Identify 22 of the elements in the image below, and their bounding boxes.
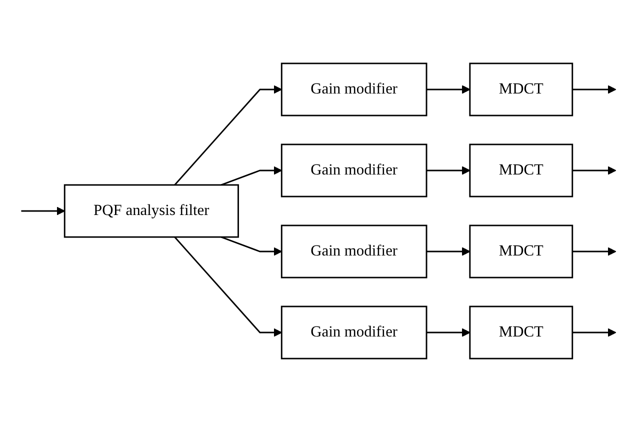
arrow: [572, 85, 616, 94]
arrow: [426, 166, 470, 175]
arrow: [426, 247, 470, 256]
node-box: Gain modifier: [280, 306, 428, 360]
arrow: [174, 236, 282, 337]
arrow: [21, 206, 65, 216]
arrow: [572, 328, 616, 337]
node-box: MDCT: [469, 306, 574, 360]
arrow: [426, 328, 470, 337]
arrow: [572, 166, 616, 175]
node-box: MDCT: [469, 144, 574, 198]
node-box: PQF analysis filter: [64, 184, 239, 238]
arrow: [220, 236, 282, 256]
arrow: [220, 166, 282, 186]
node-box: Gain modifier: [280, 144, 428, 198]
arrow: [572, 247, 616, 256]
arrow: [174, 85, 282, 186]
node-box: MDCT: [469, 224, 574, 278]
node-box: Gain modifier: [280, 224, 428, 278]
arrow: [426, 85, 470, 94]
node-box: MDCT: [469, 62, 574, 116]
node-box: Gain modifier: [280, 62, 428, 116]
